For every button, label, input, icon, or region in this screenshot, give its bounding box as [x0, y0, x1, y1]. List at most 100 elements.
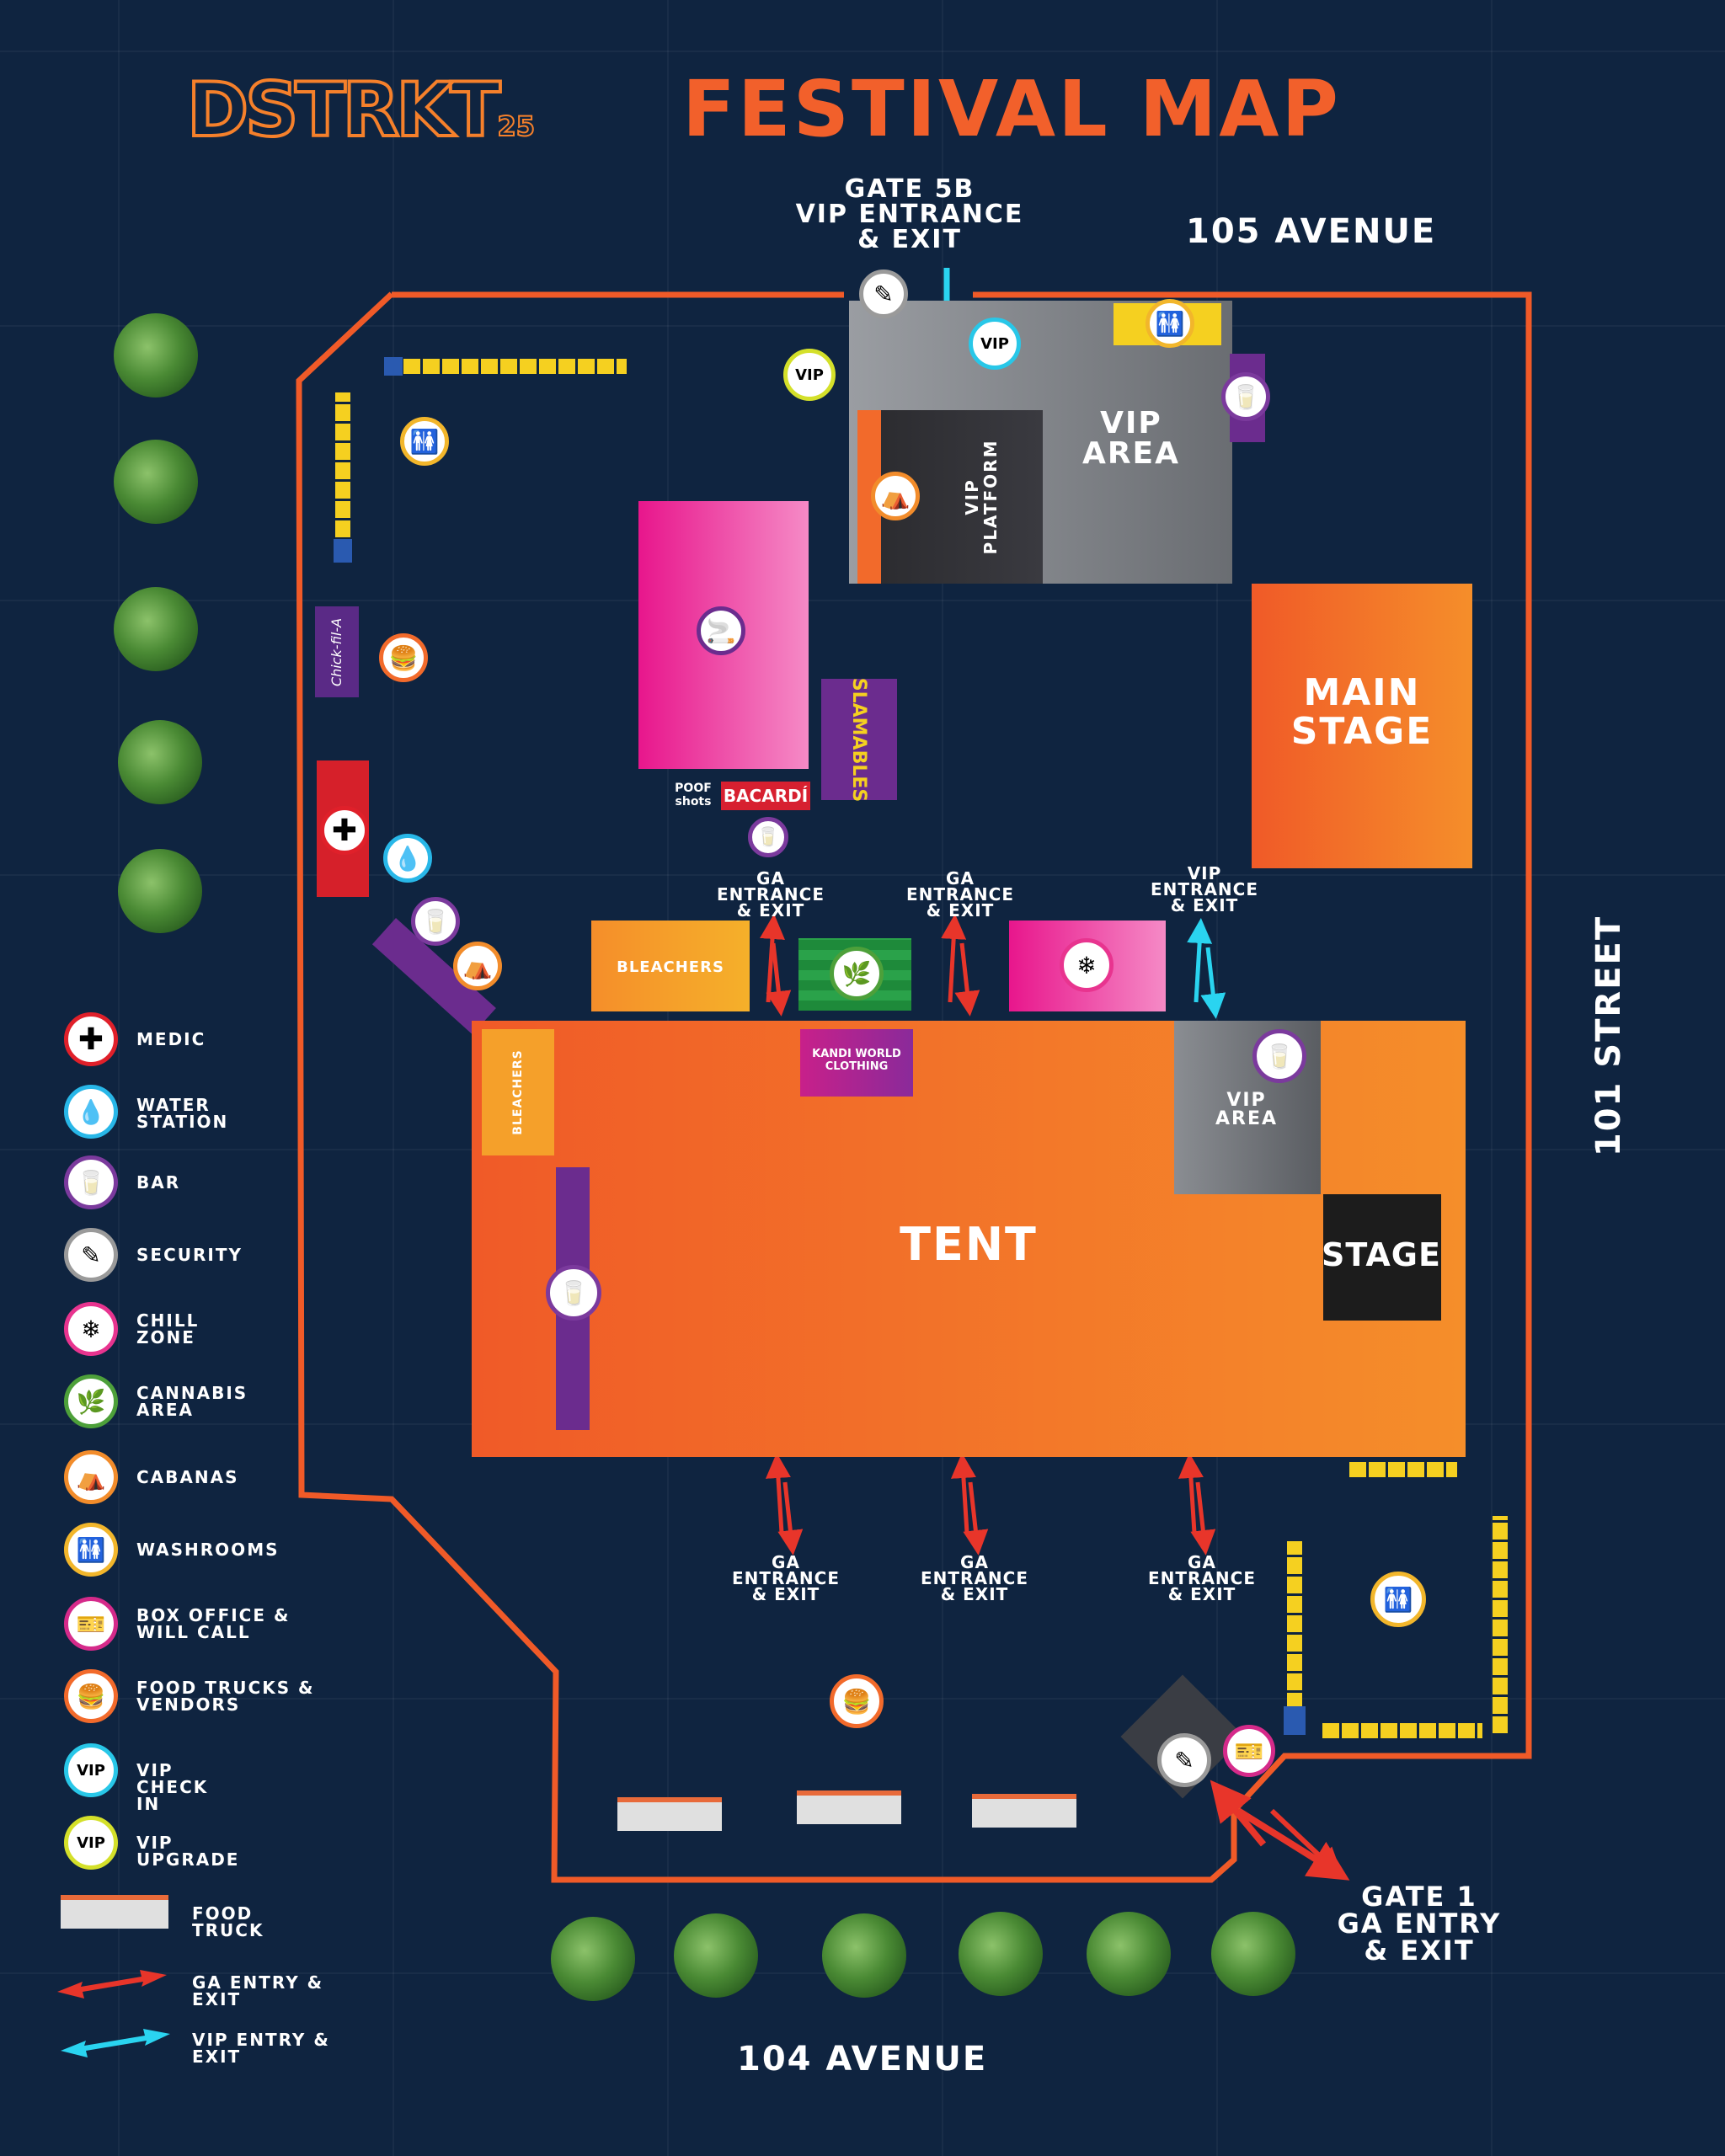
- ga-flow-label-2: GA ENTRANCE & EXIT: [889, 868, 1032, 919]
- legend-label: CABANAS: [136, 1467, 239, 1487]
- security-icon[interactable]: ✎: [859, 270, 908, 318]
- flow-line: VIP: [1187, 863, 1222, 883]
- tree-icon: [114, 313, 198, 398]
- smoking-icon[interactable]: 🚬: [697, 606, 745, 655]
- seating-right: [1493, 1516, 1508, 1733]
- kandi-label: KANDI WORLD CLOTHING: [812, 1048, 901, 1073]
- street-south: 104 AVENUE: [737, 2040, 988, 2079]
- gate-5b-line2: VIP ENTRANCE: [795, 200, 1024, 229]
- washroom-icon[interactable]: 🚻: [1370, 1572, 1426, 1627]
- slamables-sign: SLAMABLES: [821, 677, 897, 802]
- tree-icon: [114, 440, 198, 524]
- bleachers-top: [591, 921, 750, 1011]
- bar-icon[interactable]: 🥛: [411, 897, 460, 946]
- ticket-icon: 🎫: [64, 1597, 118, 1651]
- slamables-text: SLAMABLES: [848, 677, 870, 802]
- tree-icon: [674, 1913, 758, 1998]
- logo: DSTRKT25: [185, 71, 536, 164]
- flow-line: GA: [1188, 1552, 1216, 1572]
- flow-line: GA: [946, 868, 975, 889]
- gate-5b-label: GATE 5B VIP ENTRANCE & EXIT: [741, 177, 1078, 253]
- seating-bottom: [1322, 1723, 1482, 1738]
- bar-icon[interactable]: 🥛: [1221, 372, 1270, 421]
- seating-top-end: [384, 357, 403, 376]
- gate-1-line3: & EXIT: [1364, 1935, 1475, 1967]
- flow-line: GA: [772, 1552, 800, 1572]
- food-icon[interactable]: 🍔: [830, 1674, 884, 1728]
- stage-label: STAGE: [1322, 1236, 1441, 1273]
- vip-flow-label: VIP ENTRANCE & EXIT: [1133, 863, 1276, 914]
- legend-label: BOX OFFICE & WILL CALL: [136, 1605, 291, 1642]
- bar-icon[interactable]: 🥛: [748, 817, 788, 857]
- flow-line: & EXIT: [1167, 1584, 1236, 1604]
- seating-left-end: [334, 539, 352, 563]
- flow-line: ENTRANCE: [1151, 879, 1258, 899]
- food-icon[interactable]: 🍔: [379, 633, 428, 682]
- kandi-booth: [800, 1029, 913, 1097]
- food-truck-3: [972, 1794, 1076, 1828]
- ga-flow-label-1: GA ENTRANCE & EXIT: [699, 868, 842, 919]
- gate-5b-line3: & EXIT: [857, 225, 962, 254]
- security-icon: ✎: [64, 1228, 118, 1282]
- legend-label: VIP CHECK IN: [136, 1760, 209, 1814]
- cannabis-icon: 🌿: [64, 1374, 118, 1428]
- legend-label: FOOD TRUCKS & VENDORS: [136, 1678, 315, 1715]
- vip-checkin-icon[interactable]: VIP: [969, 318, 1021, 370]
- vip-area-top-label: VIP AREA: [1081, 406, 1181, 471]
- bar-icon[interactable]: 🥛: [1252, 1029, 1306, 1083]
- vip-arrow-icon: [61, 2029, 170, 2057]
- medic-icon[interactable]: ✚: [320, 806, 369, 855]
- flow-line: ENTRANCE: [1148, 1568, 1256, 1588]
- ga-arrow-icon: [57, 1970, 167, 1999]
- seating-left: [335, 392, 350, 537]
- security-icon[interactable]: ✎: [1157, 1733, 1211, 1787]
- page-title: FESTIVAL MAP: [682, 64, 1341, 154]
- cabana-icon[interactable]: ⛺: [871, 472, 920, 520]
- tree-icon: [959, 1912, 1043, 1996]
- washroom-icon[interactable]: 🚻: [1146, 299, 1194, 348]
- water-icon[interactable]: 💧: [383, 834, 432, 883]
- chickfila-sign: Chick-fil-A: [315, 606, 359, 697]
- logo-year: 25: [496, 109, 536, 143]
- main-stage: [1252, 584, 1472, 868]
- food-truck-1: [617, 1797, 722, 1831]
- seating-top: [384, 359, 627, 374]
- bleachers-tent: [482, 1029, 554, 1155]
- flow-line: GA: [756, 868, 785, 889]
- cabana-icon[interactable]: ⛺: [453, 942, 502, 990]
- flow-line: ENTRANCE: [921, 1568, 1028, 1588]
- chill-icon[interactable]: ❄: [1060, 938, 1114, 992]
- flow-line: ENTRANCE: [717, 884, 825, 905]
- flow-line: ENTRANCE: [732, 1568, 840, 1588]
- chickfila-text: Chick-fil-A: [328, 617, 345, 686]
- washroom-icon: 🚻: [64, 1523, 118, 1577]
- bleachers-tent-label: BLEACHERS: [511, 1049, 525, 1135]
- gate-1-label: GATE 1 GA ENTRY & EXIT: [1297, 1883, 1541, 1964]
- legend-label: VIP ENTRY & EXIT: [192, 2030, 330, 2067]
- stage: [1323, 1194, 1441, 1321]
- street-north: 105 AVENUE: [1186, 212, 1437, 251]
- gate-1-line1: GATE 1: [1361, 1881, 1477, 1913]
- ticket-icon[interactable]: 🎫: [1223, 1725, 1275, 1777]
- legend-label: VIP UPGRADE: [136, 1833, 240, 1870]
- vip-upgrade-icon[interactable]: VIP: [783, 349, 836, 401]
- cannabis-icon[interactable]: 🌿: [830, 947, 884, 1001]
- legend-label: BAR: [136, 1172, 181, 1193]
- tree-icon: [114, 587, 198, 671]
- tent-label: TENT: [900, 1218, 1038, 1271]
- seating-gate-end: [1284, 1706, 1306, 1735]
- legend-label: CHILL ZONE: [136, 1310, 200, 1348]
- tree-icon: [1087, 1912, 1171, 1996]
- water-icon: 💧: [64, 1085, 118, 1139]
- washroom-icon[interactable]: 🚻: [400, 417, 449, 466]
- gate-1-line2: GA ENTRY: [1337, 1908, 1502, 1940]
- bacardi-sign: BACARDÍ: [721, 782, 810, 810]
- bar-icon[interactable]: 🥛: [546, 1265, 601, 1321]
- cabana-icon: ⛺: [64, 1450, 118, 1504]
- chill-icon: ❄: [64, 1302, 118, 1356]
- seating-gate: [1287, 1541, 1302, 1710]
- ga-flow-label-5: GA ENTRANCE & EXIT: [1130, 1552, 1274, 1604]
- legend-label: CANNABIS AREA: [136, 1383, 248, 1420]
- legend-label: MEDIC: [136, 1029, 206, 1049]
- medic-icon: ✚: [64, 1012, 118, 1066]
